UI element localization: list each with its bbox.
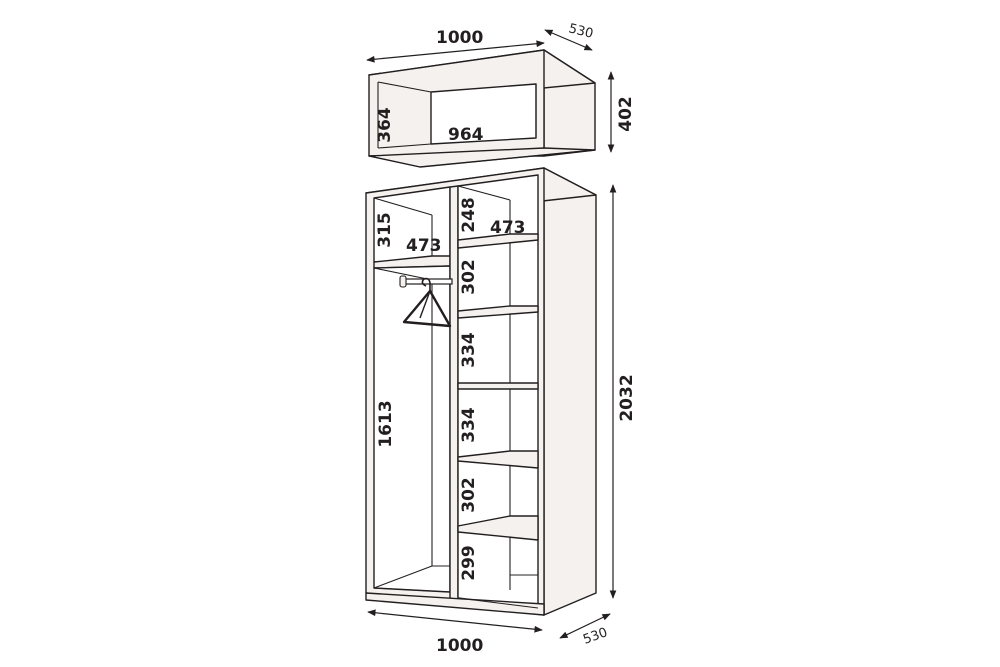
- top-depth-label: 530: [567, 21, 595, 42]
- right-shelf-width-label: 473: [490, 218, 526, 238]
- left-top-height-label: 315: [375, 212, 395, 248]
- top-inner-height-label: 364: [375, 107, 395, 143]
- compartment-3-label: 334: [459, 332, 479, 368]
- compartment-2-label: 302: [459, 259, 479, 295]
- wardrobe-side: [543, 167, 597, 616]
- hanger-icon: [402, 277, 452, 328]
- top-cabinet-interior: [430, 83, 537, 145]
- center-divider: [449, 185, 459, 601]
- top-dimensions: 1000 530 402: [366, 21, 636, 153]
- right-shelf-5: [457, 515, 539, 541]
- top-height-label: 402: [616, 96, 636, 132]
- wardrobe-height-label: 2032: [617, 374, 637, 421]
- top-cabinet: 364 964: [368, 49, 596, 168]
- compartment-1-label: 248: [459, 197, 479, 233]
- left-shelf-width-label: 473: [406, 236, 442, 256]
- right-shelf-2: [457, 305, 539, 319]
- wardrobe-dimensions: 2032 1000 530: [367, 184, 637, 656]
- right-shelf-1: [457, 233, 539, 249]
- left-hanging-height-label: 1613: [376, 400, 396, 447]
- right-shelf-3: [457, 382, 539, 390]
- compartment-5-label: 302: [459, 477, 479, 513]
- right-shelf-4: [457, 450, 539, 469]
- compartment-6-label: 299: [459, 545, 479, 581]
- wardrobe-width-label: 1000: [436, 636, 483, 656]
- compartment-4-label: 334: [459, 407, 479, 443]
- wardrobe-body: 315 473 1613 473 248 302 334 334 302 299: [365, 167, 597, 616]
- top-width-label: 1000: [436, 28, 483, 48]
- wardrobe-depth-label: 530: [581, 625, 609, 648]
- top-inner-width-label: 964: [448, 125, 484, 145]
